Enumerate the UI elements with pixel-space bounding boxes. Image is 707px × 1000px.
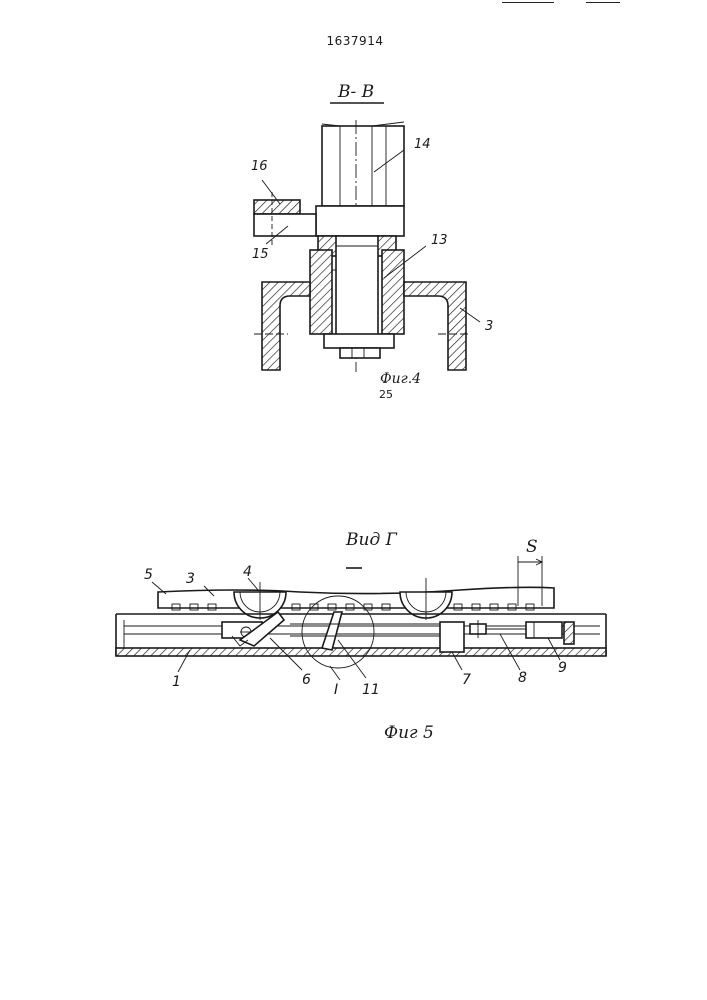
bottom-nut [324, 334, 394, 358]
callout-11: 11 [362, 682, 380, 698]
callout-16: 16 [251, 159, 268, 174]
callout-3-fig5: 3 [186, 571, 195, 587]
callout-3: 3 [485, 319, 493, 334]
figure-5: Вид Г S [116, 530, 606, 743]
callout-1: 1 [172, 674, 181, 690]
rod-8 [470, 620, 526, 638]
callout-I: I [334, 682, 338, 698]
dimension-s: S [518, 537, 542, 606]
bracket-15-16 [254, 192, 316, 246]
callout-4: 4 [243, 564, 252, 580]
conveyor-bar-3 [158, 587, 554, 610]
callout-15: 15 [252, 247, 269, 262]
callout-13: 13 [431, 233, 448, 248]
collar [316, 206, 404, 236]
callout-9: 9 [558, 660, 567, 676]
view-label: Вид Г [345, 530, 398, 550]
section-label: В- В [337, 82, 374, 102]
callout-14: 14 [414, 137, 431, 152]
figure-5-caption: Фиг 5 [384, 723, 434, 743]
callout-7: 7 [462, 672, 471, 688]
figure-4-caption: Фиг.4 [380, 371, 421, 387]
actuator-9 [526, 622, 590, 644]
svg-text:S: S [526, 537, 538, 557]
callout-6: 6 [302, 672, 311, 688]
figure-4: В- В [251, 82, 493, 401]
cylinder-7 [440, 622, 464, 652]
bushing-13 [310, 236, 404, 346]
callout-5: 5 [144, 567, 153, 583]
page-number: 25 [379, 388, 393, 401]
callout-8: 8 [518, 670, 527, 686]
